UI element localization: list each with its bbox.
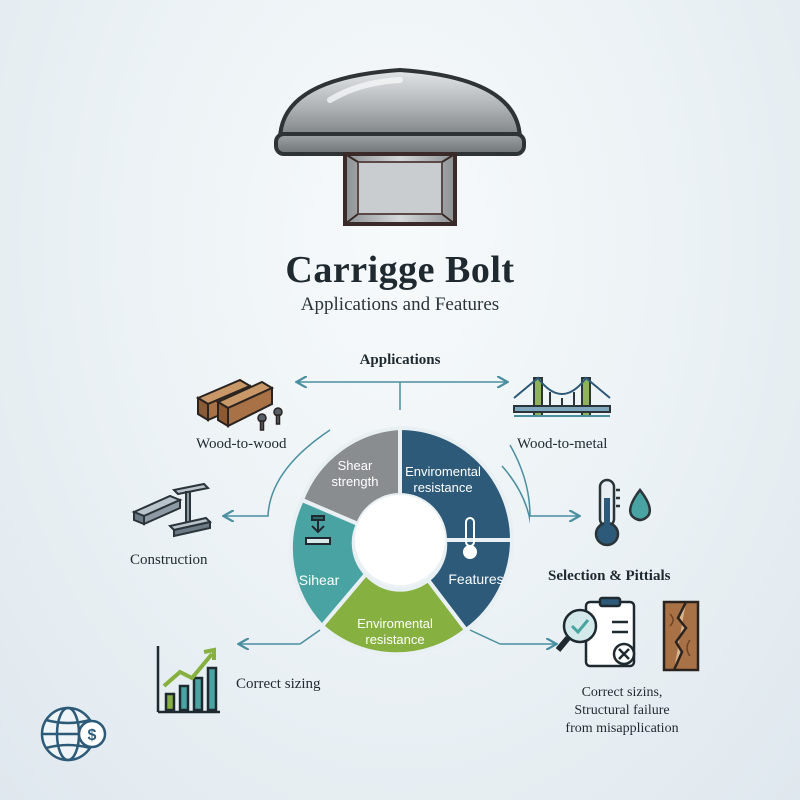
steel-beam-icon [131,482,212,538]
selection-title: Selection & Pittials [548,568,671,584]
correct-sizing-label: Correct sizing [236,676,321,692]
segment-label-shear: Sihear [299,572,340,588]
segment-label-env-bottom-2: resistance [365,632,424,647]
thermometer-drop-icon [594,478,651,547]
segment-label-env-bottom-1: Enviromental [357,616,433,631]
carriage-bolt-icon [274,67,526,226]
clipboard-magnifier-icon [556,596,636,668]
growth-chart-icon [156,646,220,714]
segment-label-env-top-1: Enviromental [405,464,481,479]
shear-arrow-icon [305,515,331,545]
page-title: Carrigge Bolt [285,249,515,291]
svg-text:$: $ [88,727,97,744]
construction-label: Construction [130,552,208,568]
applications-label: Applications [359,352,441,368]
wheel-segment-shear [288,497,369,629]
bridge-icon [513,376,611,417]
wood-planks-icon [195,378,283,431]
selection-line-2: Structural failure [574,703,670,718]
wood-to-metal-label: Wood-to-metal [517,436,608,452]
segment-label-features: Features [448,571,503,587]
globe-dollar-icon: $ [40,706,107,762]
segment-label-shear-strength-2: strength [332,474,379,489]
thermometer-small-icon [463,517,477,559]
wood-to-wood-label: Wood-to-wood [196,436,287,452]
wheel-segment-environmental-bottom [319,570,469,657]
selection-line-3: from misapplication [565,721,679,736]
segment-label-env-top-2: resistance [413,480,472,495]
page-subtitle: Applications and Features [300,294,500,315]
segment-label-shear-strength-1: Shear [338,458,373,473]
selection-line-1: Correct sizins, [581,685,663,700]
features-wheel: Shear strength Enviromental resistance F… [288,425,530,657]
cracked-wood-icon [662,600,700,672]
